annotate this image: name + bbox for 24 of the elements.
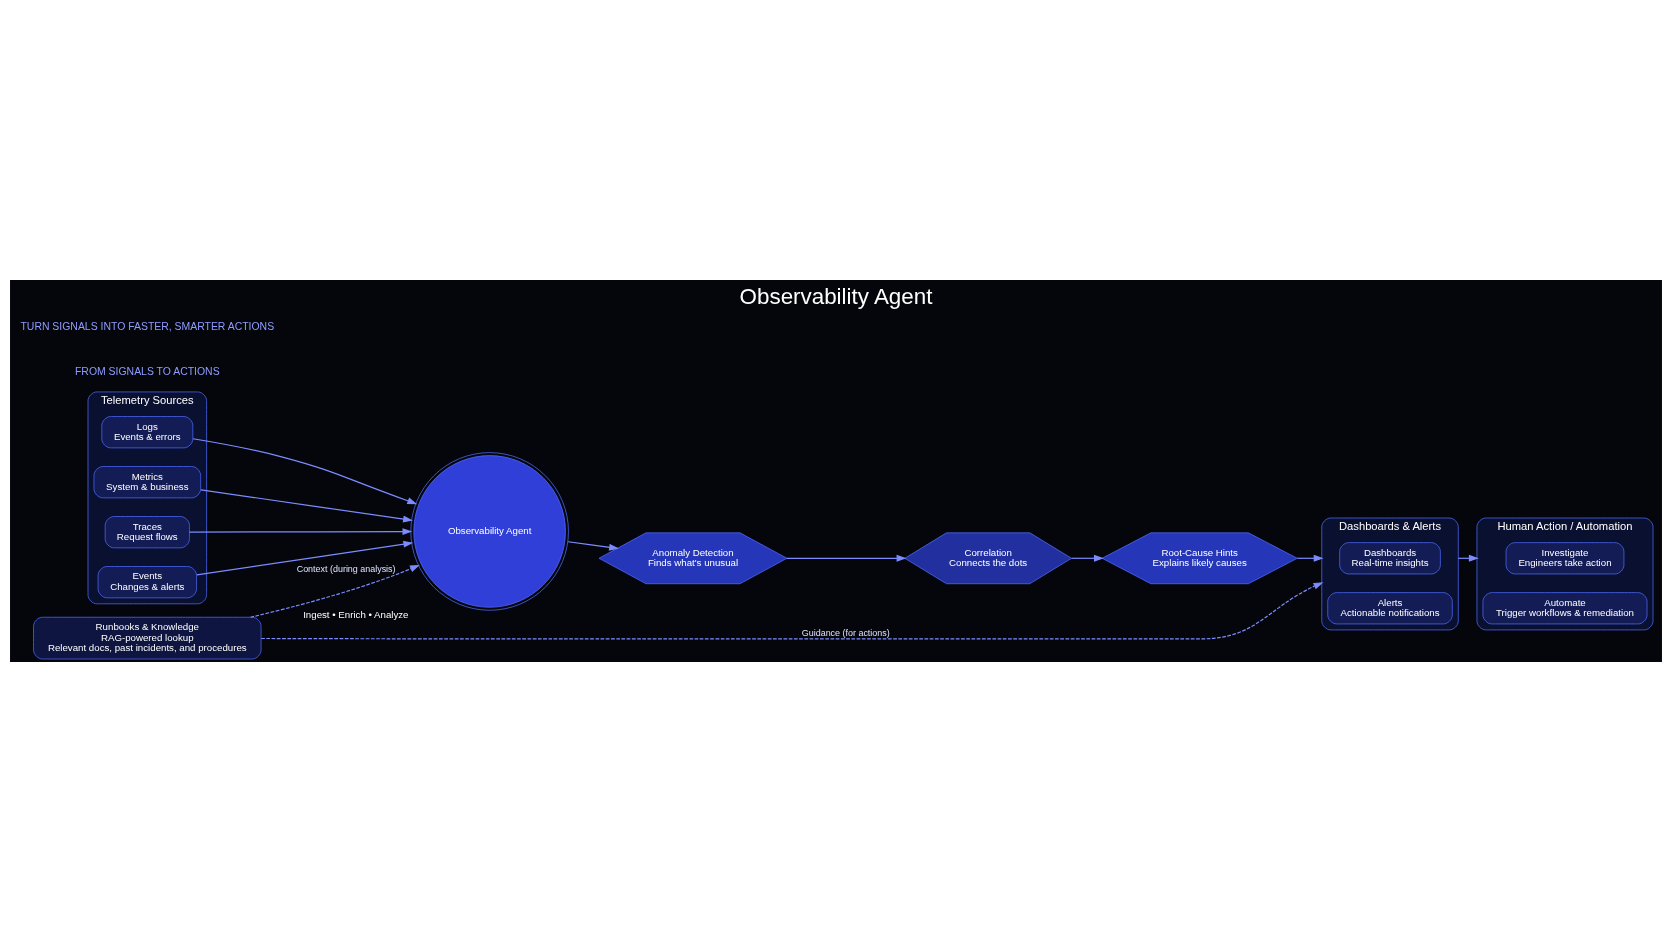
arrow: [196, 540, 414, 575]
arrow: [786, 554, 907, 562]
label: TURN SIGNALS INTO FASTER, SMARTER ACTIONS: [20, 320, 275, 332]
node-box: Metrics System & business: [93, 465, 202, 498]
edge-label: Guidance (for actions): [801, 627, 890, 638]
arrow: [249, 564, 420, 618]
arrow: [567, 540, 619, 551]
node-box: Investigate Engineers take action: [1505, 541, 1625, 574]
edge-label: Context (during analysis): [296, 563, 396, 574]
label: FROM SIGNALS TO ACTIONS: [75, 365, 220, 377]
arrow: [192, 437, 418, 504]
arrow: [260, 581, 1324, 639]
node-box: Traces Request flows: [104, 515, 190, 548]
node-box: Dashboards Real-time insights: [1339, 541, 1441, 574]
node-box: Events Changes & alerts: [97, 565, 197, 598]
arrow: [200, 488, 413, 522]
node-box: Automate Trigger workflows & remediation: [1482, 591, 1648, 624]
diagram-title: Observability Agent: [739, 283, 933, 309]
arrow: [1071, 554, 1104, 562]
node-box: Logs Events & errors: [101, 415, 194, 448]
node-label: Ingest • Enrich • Analyze: [303, 608, 409, 620]
node-box: Alerts Actionable notifications: [1327, 591, 1453, 624]
node-box: Runbooks & Knowledge RAG-powered lookup Relevant docs, past incidents, and procedures: [33, 616, 262, 659]
arrow: [188, 527, 413, 535]
